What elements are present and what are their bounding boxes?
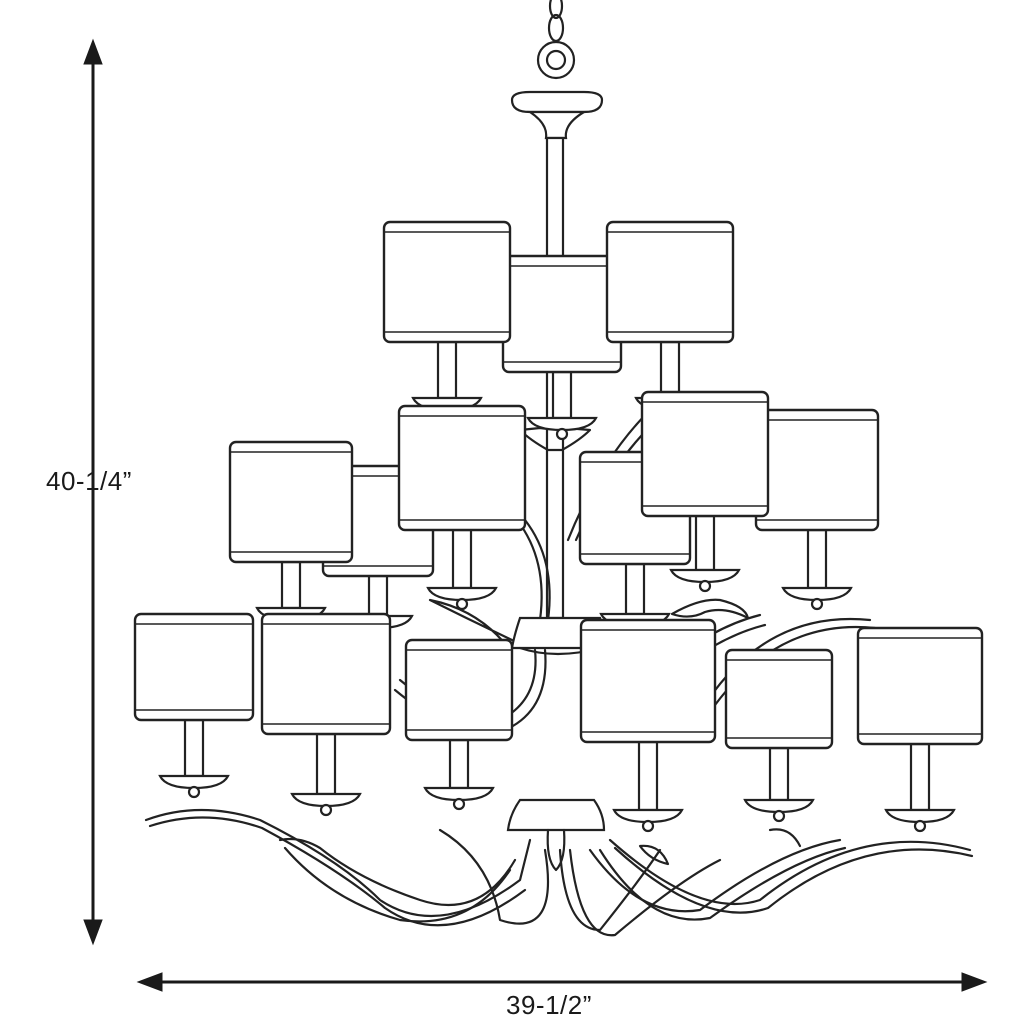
arrowhead-left: [136, 972, 163, 992]
cup-finial: [772, 809, 786, 823]
lamp: [501, 254, 623, 441]
candle-column: [315, 732, 337, 796]
candle-column: [183, 718, 205, 778]
lamp: [579, 618, 717, 833]
lamp: [856, 626, 984, 833]
cup-finial: [641, 819, 655, 833]
lamp-group: [133, 220, 984, 833]
height-dimension-label: 40-1/4”: [46, 466, 132, 496]
cup-finial: [452, 797, 466, 811]
width-dimension-arrow: [136, 972, 988, 992]
candle-column: [909, 742, 931, 812]
candle-column: [367, 574, 389, 618]
lamp: [640, 390, 770, 593]
lamp-shade: [382, 220, 512, 344]
candle-column: [659, 340, 681, 400]
lamp-shade: [397, 404, 527, 532]
lamp: [754, 408, 880, 611]
candle-column: [436, 340, 458, 400]
candle-column: [551, 370, 573, 420]
candle-column: [768, 746, 790, 802]
cup-finial: [698, 579, 712, 593]
lamp-shade: [133, 612, 255, 722]
lamp: [605, 220, 735, 421]
cup-finial: [319, 803, 333, 817]
lamp: [228, 440, 354, 631]
candle-column: [280, 560, 302, 610]
cup-finial: [455, 597, 469, 611]
cup-finial: [187, 785, 201, 799]
lamp: [404, 638, 514, 811]
candle-column: [806, 528, 828, 590]
arrowhead-right: [961, 972, 988, 992]
lamp-shade: [754, 408, 880, 532]
lamp: [724, 648, 834, 823]
lamp: [260, 612, 392, 817]
width-dimension-label: 39-1/2”: [506, 990, 592, 1020]
cup-finial: [810, 597, 824, 611]
candle-column: [624, 562, 646, 616]
candle-column: [451, 528, 473, 590]
height-dimension-arrow: [83, 38, 103, 946]
candle-column: [637, 740, 659, 812]
candle-column: [694, 514, 716, 572]
lamp-shade: [856, 626, 984, 746]
cup-finial: [555, 427, 569, 441]
lamp: [382, 220, 512, 421]
lamp-shade: [260, 612, 392, 736]
lamp-shade: [724, 648, 834, 750]
arrowhead-top: [83, 38, 103, 65]
lower-arms: [144, 808, 974, 937]
lamp-shade: [605, 220, 735, 344]
cup-finial: [913, 819, 927, 833]
lamp-shade: [640, 390, 770, 518]
arrowhead-bottom: [83, 919, 103, 946]
lamp-shade: [404, 638, 514, 742]
lower-hub: [506, 798, 606, 872]
lamp: [133, 612, 255, 799]
lamp-shade: [579, 618, 717, 744]
lamp: [397, 404, 527, 611]
lamp-shade: [501, 254, 623, 374]
candle-column: [448, 738, 470, 790]
lamp-shade: [228, 440, 354, 564]
